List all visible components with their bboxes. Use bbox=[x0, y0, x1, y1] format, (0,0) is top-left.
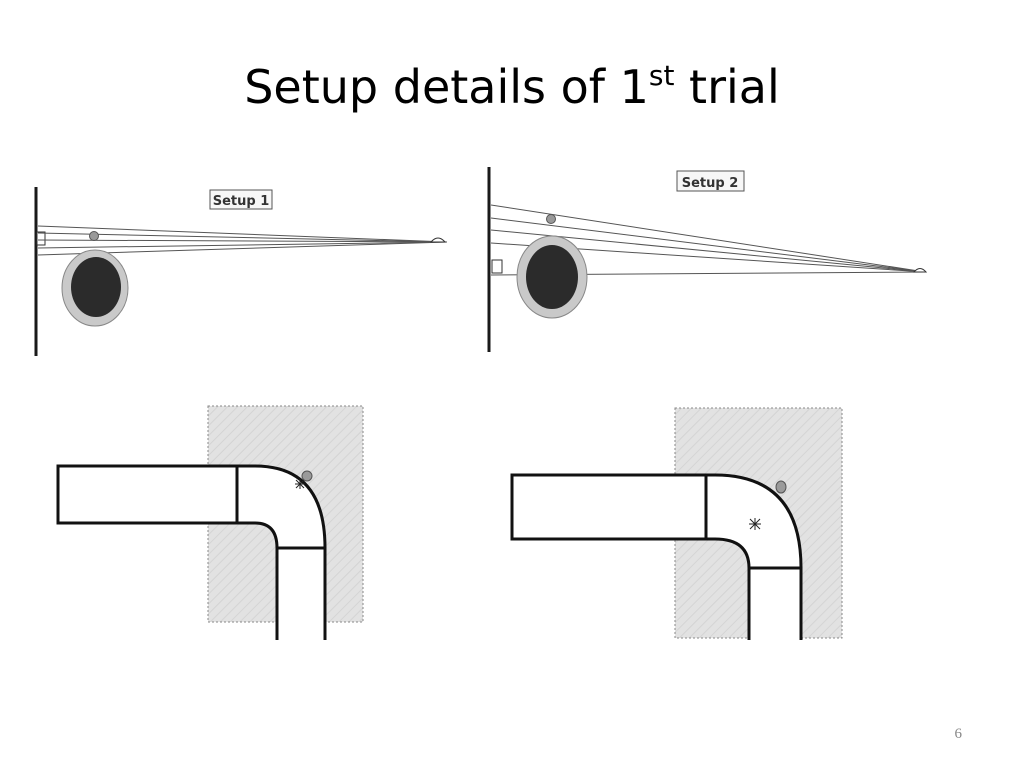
setup2-pipe-inner bbox=[526, 245, 578, 309]
setup2-elbow bbox=[704, 473, 803, 570]
setup1-label-box bbox=[209, 189, 273, 210]
setup1-small-ball bbox=[89, 231, 99, 241]
setup1-channel-horizontal bbox=[56, 464, 237, 525]
slide-title: Setup details of 1st trial bbox=[0, 62, 1024, 113]
setup1-sight-lines bbox=[37, 225, 448, 256]
setup1-pipe-inner bbox=[71, 257, 121, 317]
title-main: Setup details of 1 bbox=[244, 60, 649, 114]
setup1-star-marker bbox=[295, 479, 305, 489]
setup1-label: Setup 1 bbox=[213, 194, 270, 209]
setup2-wall-marker bbox=[491, 259, 503, 274]
setup2-label-box bbox=[676, 170, 745, 192]
setup2-channel-horizontal bbox=[510, 473, 706, 541]
setup1-channel-vertical bbox=[275, 546, 327, 640]
setup2-label: Setup 2 bbox=[682, 176, 739, 191]
title-suffix: trial bbox=[674, 60, 780, 114]
title-superscript: st bbox=[648, 59, 675, 92]
setup1-camera bbox=[429, 237, 447, 243]
page-number: 6 bbox=[954, 726, 963, 742]
setup1-ball-marker bbox=[301, 470, 313, 482]
setup2-star-marker bbox=[749, 518, 761, 530]
setup1-side-view: Setup 1 bbox=[34, 187, 448, 356]
setup1-wall-marker bbox=[36, 231, 46, 246]
setup2-top-view bbox=[510, 407, 843, 640]
setup2-ball-marker bbox=[775, 480, 787, 494]
setup2-camera bbox=[912, 268, 928, 273]
setup2-small-ball bbox=[546, 214, 556, 224]
setup2-side-view: Setup 2 bbox=[487, 167, 928, 352]
setup1-top-view bbox=[56, 405, 364, 640]
setup2-channel-vertical bbox=[747, 566, 803, 640]
